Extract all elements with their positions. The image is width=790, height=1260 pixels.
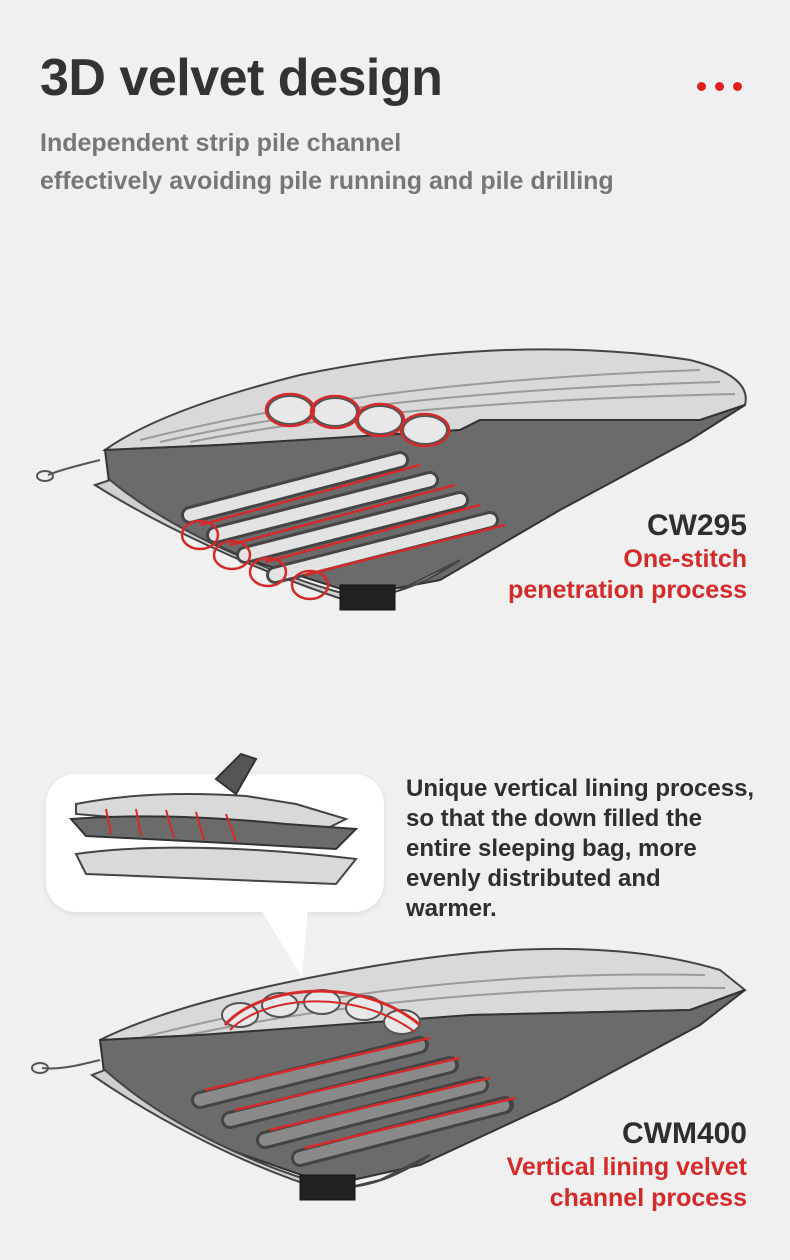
lining-process-info: Unique vertical lining process, so that … [406, 774, 754, 924]
dot [697, 82, 706, 91]
page-subtitle: Independent strip pile channel effective… [40, 124, 614, 200]
dot [733, 82, 742, 91]
cwm400-label: CWM400 Vertical lining velvet channel pr… [507, 1116, 747, 1214]
model-name: CW295 [646, 509, 747, 542]
description-line-2: penetration process [508, 576, 747, 604]
dot [715, 82, 724, 91]
description-line-2: channel process [549, 1184, 747, 1212]
info-line-4: evenly distributed and [406, 865, 661, 892]
speech-bubble [46, 752, 384, 912]
model-name: CWM400 [621, 1117, 747, 1150]
sleeping-bag-illustration-cw295 [36, 348, 747, 611]
layered-lining-illustration [68, 752, 359, 886]
subtitle-line-2: effectively avoiding pile running and pi… [40, 167, 614, 195]
page-title: 3D velvet design [40, 49, 443, 107]
speech-bubble-tail [258, 905, 308, 977]
info-line-2: so that the down filled the [406, 805, 702, 832]
description-line-1: One-stitch [623, 545, 747, 573]
info-line-1: Unique vertical lining process, [406, 775, 755, 802]
more-dots-icon [697, 82, 742, 91]
subtitle-line-1: Independent strip pile channel [40, 129, 402, 157]
info-line-3: entire sleeping bag, more [406, 835, 697, 862]
description-line-1: Vertical lining velvet [506, 1153, 747, 1181]
cw295-label: CW295 One-stitch penetration process [508, 508, 747, 606]
model-description: One-stitch penetration process [508, 544, 747, 606]
info-line-5: warmer. [406, 895, 497, 922]
model-description: Vertical lining velvet channel process [507, 1152, 747, 1214]
sleeping-bag-illustration-cwm400 [31, 947, 748, 1201]
